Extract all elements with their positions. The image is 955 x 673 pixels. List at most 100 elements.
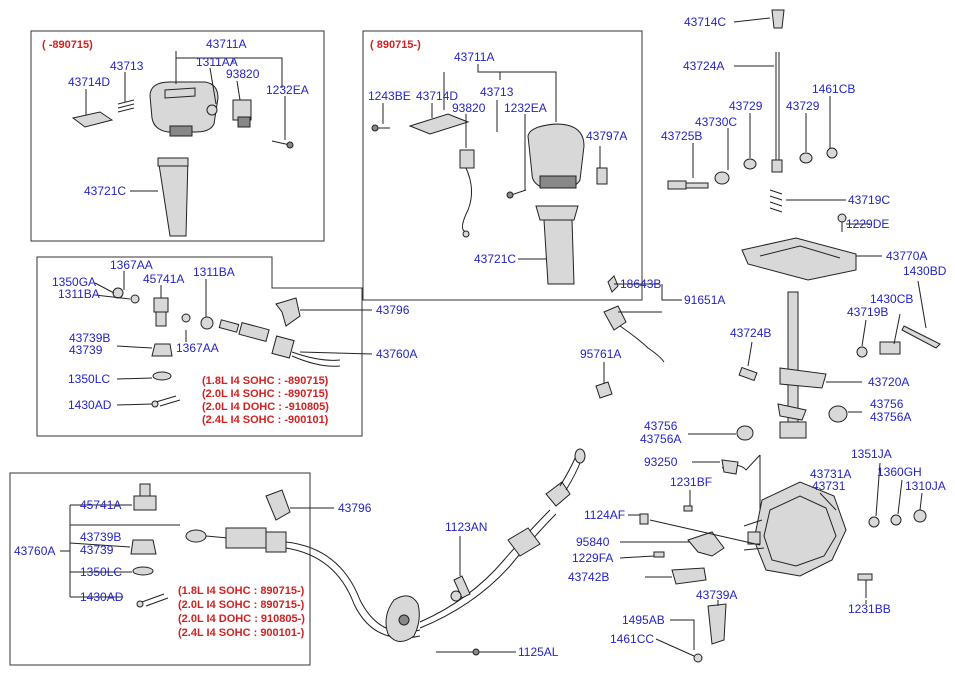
label-1350lc-a: 1350LC xyxy=(68,372,110,386)
label-1231bb: 1231BB xyxy=(848,602,891,616)
label-1430bd: 1430BD xyxy=(903,264,947,278)
label-43711a-a: 43711A xyxy=(206,37,246,51)
label-43731: 43731 xyxy=(812,479,846,493)
label-1124af: 1124AF xyxy=(584,508,625,522)
button-43714d-early xyxy=(71,111,114,128)
label-43713-b: 43713 xyxy=(480,85,514,99)
label-1367aa-b: 1367AA xyxy=(176,341,219,355)
screw-1232ea xyxy=(271,140,294,149)
label-43797a: 43797A xyxy=(586,129,627,143)
label-1430ad-a: 1430AD xyxy=(68,398,112,412)
label-45741a-b: 45741A xyxy=(80,498,121,512)
main-cable xyxy=(385,448,586,642)
label-43739b-b: 43739B xyxy=(80,530,121,544)
label-43760a-b: 43760A xyxy=(14,544,55,558)
label-43720a: 43720A xyxy=(868,375,909,389)
label-43725b: 43725B xyxy=(661,129,702,143)
label-43719c: 43719C xyxy=(848,193,890,207)
screw-1243be xyxy=(371,124,390,132)
label-43742b: 43742B xyxy=(568,570,609,584)
label-43721c-b: 43721C xyxy=(474,252,516,266)
label-93820-a: 93820 xyxy=(226,67,260,81)
label-43796-b: 43796 xyxy=(338,501,372,515)
label-1229de: 1229DE xyxy=(846,217,889,231)
label-1430cb: 1430CB xyxy=(870,292,913,306)
label-18643b: 18643B xyxy=(620,277,661,291)
label-1495ab: 1495AB xyxy=(622,613,665,627)
label-1461cb: 1461CB xyxy=(812,82,855,96)
label-43714d-a: 43714D xyxy=(68,75,110,89)
box4-note-4: (2.4L I4 SOHC : 900101-) xyxy=(178,627,305,639)
spring-43713 xyxy=(117,99,135,113)
label-1351ja: 1351JA xyxy=(851,447,892,461)
cable-early xyxy=(112,287,341,408)
box3-note-2: (2.0L I4 SOHC : -890715) xyxy=(202,388,329,400)
label-1350lc-b: 1350LC xyxy=(80,565,122,579)
label-43724b: 43724B xyxy=(730,326,771,340)
label-43731a: 43731A xyxy=(810,467,851,481)
label-43760a-a: 43760A xyxy=(376,347,417,361)
label-1461cc: 1461CC xyxy=(610,632,654,646)
box4-note-1: (1.8L I4 SOHC : 890715-) xyxy=(178,585,305,597)
box-cable-early xyxy=(36,256,363,437)
label-1232ea-b: 1232EA xyxy=(504,101,547,115)
label-95761a: 95761A xyxy=(580,347,621,361)
label-1360gh: 1360GH xyxy=(877,465,922,479)
screw-1232ea-late xyxy=(506,189,527,199)
box2-note: ( 890715-) xyxy=(370,39,421,51)
label-43756-b: 43756 xyxy=(644,419,678,433)
label-1311ba-a: 1311BA xyxy=(58,287,100,301)
label-1311ba-b: 1311BA xyxy=(193,265,235,279)
label-1243be: 1243BE xyxy=(368,89,411,103)
boot-43721c-late xyxy=(535,205,579,285)
label-43756a-a: 43756A xyxy=(870,410,911,424)
label-95840: 95840 xyxy=(576,535,610,549)
label-93250: 93250 xyxy=(644,455,678,469)
box-knob-early xyxy=(30,30,325,242)
label-1229fa: 1229FA xyxy=(572,551,613,565)
label-43729-b: 43729 xyxy=(786,99,820,113)
label-1232ea-a: 1232EA xyxy=(266,83,309,97)
label-1231bf: 1231BF xyxy=(670,475,712,489)
label-43756a-b: 43756A xyxy=(640,432,681,446)
label-43729-a: 43729 xyxy=(729,99,763,113)
switch-93820 xyxy=(206,99,252,128)
label-43739-b: 43739 xyxy=(80,543,114,557)
box4-note-2: (2.0L I4 SOHC : 890715-) xyxy=(178,599,305,611)
box3-note-1: (1.8L I4 SOHC : -890715) xyxy=(202,375,329,387)
label-43724a: 43724A xyxy=(683,59,724,73)
label-43739a: 43739A xyxy=(696,588,737,602)
knob-late xyxy=(527,123,585,189)
label-43756-a: 43756 xyxy=(870,397,904,411)
box-cable-late xyxy=(9,472,311,666)
label-43739-a: 43739 xyxy=(69,343,103,357)
label-91651a: 91651A xyxy=(684,293,725,307)
label-43796-a: 43796 xyxy=(376,303,410,317)
bracket-43797a xyxy=(596,167,608,185)
harness-late xyxy=(459,149,475,238)
cable-late xyxy=(130,483,421,639)
label-1350ga: 1350GA xyxy=(52,275,96,289)
box3-note-4: (2.4L I4 SOHC : -900101) xyxy=(202,414,329,426)
label-43714c: 43714C xyxy=(684,15,726,29)
label-43721c-a: 43721C xyxy=(84,184,126,198)
label-43711a-b: 43711A xyxy=(454,50,494,64)
label-1310ja: 1310JA xyxy=(905,479,946,493)
box4-note-3: (2.0L I4 DOHC : 910805-) xyxy=(178,613,305,625)
lever-assembly xyxy=(595,9,941,441)
label-1311aa: 1311AA xyxy=(196,55,238,69)
label-1125al: 1125AL xyxy=(518,645,559,659)
boot-43721c xyxy=(157,157,189,237)
label-43770a: 43770A xyxy=(886,249,927,263)
label-43739b-a: 43739B xyxy=(69,331,110,345)
box1-note: ( -890715) xyxy=(42,39,93,51)
label-43730c: 43730C xyxy=(695,115,737,129)
label-43713-a: 43713 xyxy=(110,59,144,73)
button-43714d-late xyxy=(408,113,470,135)
box-knob-late xyxy=(362,30,643,301)
label-43714d-b: 43714D xyxy=(416,89,458,103)
label-45741a-a: 45741A xyxy=(143,272,184,286)
